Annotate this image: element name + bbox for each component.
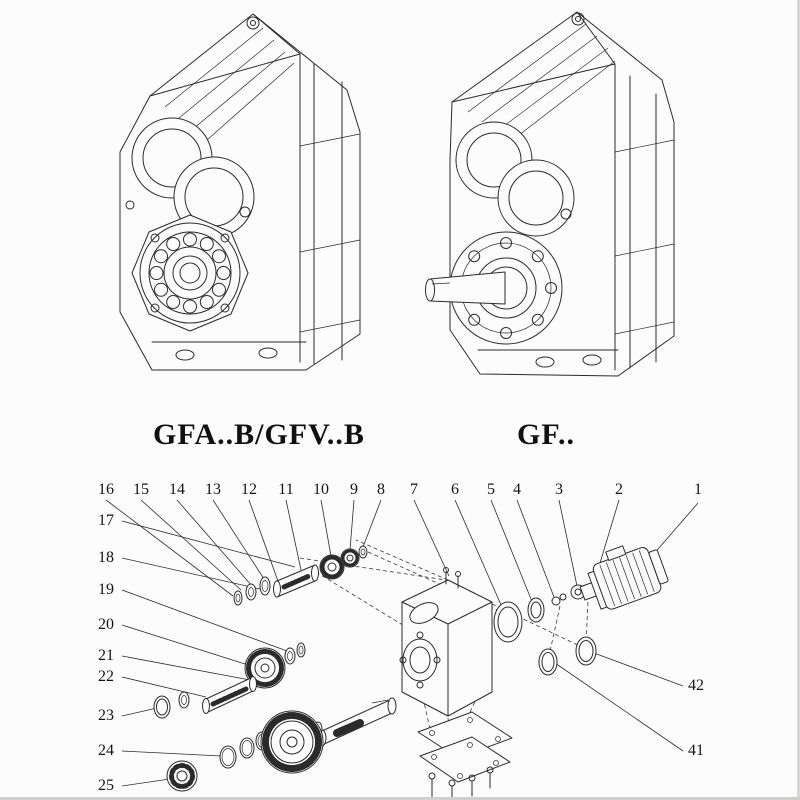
callout-5: 5	[487, 481, 495, 498]
output-gear-and-shaft	[260, 697, 397, 774]
callout-3: 3	[555, 481, 563, 498]
housing-part	[399, 567, 493, 717]
callout-1: 1	[694, 481, 702, 498]
callout-4: 4	[513, 481, 521, 498]
intermediate-shaft-cluster	[153, 642, 306, 719]
callout-11: 11	[278, 481, 294, 498]
gearbox-gf-isometric-drawing	[425, 11, 675, 377]
callout-7: 7	[410, 481, 418, 498]
output-shaft	[429, 271, 506, 305]
model-label-gfab-gfvb: GFA..B/GFV..B	[153, 418, 365, 451]
callout-8: 8	[377, 481, 385, 498]
input-shaft-cluster	[233, 545, 368, 606]
callout-17: 17	[98, 512, 114, 529]
input-side-parts	[493, 584, 586, 643]
callout-10: 10	[313, 481, 329, 498]
gasket-plates-and-bolts	[417, 711, 513, 799]
callout-14: 14	[169, 481, 185, 498]
callout-19: 19	[98, 581, 114, 598]
page-edge-bottom	[0, 797, 800, 800]
callout-9: 9	[350, 481, 358, 498]
callout-22: 22	[98, 668, 114, 685]
exploded-view-drawing	[105, 499, 699, 799]
output-bearing	[139, 222, 241, 324]
callout-13: 13	[205, 481, 221, 498]
callout-16: 16	[98, 481, 114, 498]
callout-23: 23	[98, 707, 114, 724]
callout-2: 2	[615, 481, 623, 498]
callout-20: 20	[98, 616, 114, 633]
callout-21: 21	[98, 647, 114, 664]
bearing-and-rings-cluster	[166, 731, 269, 792]
leader-lines	[105, 499, 699, 787]
callout-24: 24	[98, 742, 114, 759]
gearbox-gfab-isometric-drawing	[119, 13, 361, 371]
motor-part	[579, 545, 669, 610]
page-edge-right	[797, 0, 800, 800]
callout-25: 25	[98, 777, 114, 794]
cover-rings	[538, 636, 597, 676]
callout-15: 15	[133, 481, 149, 498]
callout-42: 42	[688, 677, 704, 694]
model-label-gf: GF..	[517, 418, 575, 451]
callout-18: 18	[98, 549, 114, 566]
callout-41: 41	[688, 742, 704, 759]
callout-12: 12	[241, 481, 257, 498]
callout-6: 6	[451, 481, 459, 498]
